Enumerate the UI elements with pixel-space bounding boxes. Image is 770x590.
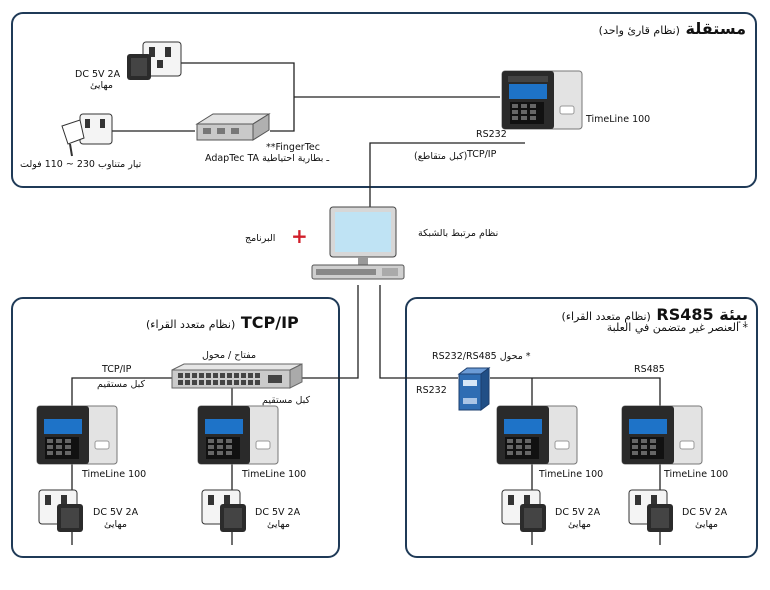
tcpip-title: TCP/IP (نظام متعدد القراء) bbox=[146, 313, 299, 332]
adapter-label-ar-rs485-2: مهايئ bbox=[695, 519, 718, 530]
rs232-label-bottom: RS232 bbox=[416, 385, 447, 396]
device-label-rs485-1: TimeLine 100 bbox=[539, 469, 604, 480]
crossover-cable-label: (كبل متقاطع) bbox=[414, 151, 468, 162]
switch-hub-label: مفتاح / محول bbox=[202, 350, 257, 361]
adapter-top-label-ar: مهايئ bbox=[90, 80, 113, 91]
tcpip-label-left: TCP/IP bbox=[102, 364, 132, 375]
rs485-title-text: بيئة RS485 bbox=[656, 305, 748, 324]
adapter-label-ar-rs485-1: مهايئ bbox=[568, 519, 591, 530]
rs485-label: RS485 bbox=[634, 364, 665, 375]
standalone-subtitle: (نظام قارئ واحد) bbox=[598, 24, 680, 37]
network-pc-label: نظام مرتبط بالشبكة bbox=[418, 228, 499, 239]
adapter-top-label: DC 5V 2A bbox=[75, 69, 121, 80]
tcpip-label-top: TCP/IP bbox=[467, 149, 497, 160]
adaptec-label-2: AdapTec TA ـ بطارية احتياطية bbox=[205, 153, 330, 164]
device-label-tcp-1: TimeLine 100 bbox=[82, 469, 147, 480]
adaptec-battery-icon bbox=[195, 113, 271, 141]
timeline-device-rs485-1 bbox=[496, 405, 578, 465]
standalone-panel bbox=[11, 12, 757, 188]
ac-power-label: تيار متناوب 230 ~ 110 فولت bbox=[20, 159, 142, 170]
device-label-rs485-2: TimeLine 100 bbox=[664, 469, 729, 480]
tcpip-title-text: TCP/IP bbox=[240, 313, 299, 332]
adapter-label-ar-tcp-1: مهايئ bbox=[104, 519, 127, 530]
adapter-label-ar-tcp-2: مهايئ bbox=[267, 519, 290, 530]
standalone-title: مستقلة (نظام قارئ واحد) bbox=[599, 19, 746, 38]
wall-socket-adapter-icon bbox=[127, 41, 182, 80]
rs485-title: بيئة RS485 (نظام متعدد القراء) bbox=[562, 305, 748, 324]
timeline-device-rs485-2 bbox=[621, 405, 703, 465]
adapter-label-rs485-2: DC 5V 2A bbox=[682, 507, 728, 518]
device-label-standalone: TimeLine 100 bbox=[586, 114, 651, 125]
timeline-device-tcp-1 bbox=[36, 405, 118, 465]
network-switch-icon bbox=[171, 363, 303, 389]
converter-label: * محول RS232/RS485 bbox=[432, 351, 531, 362]
straight-cable-label-left: كبل مستقيم bbox=[97, 379, 146, 390]
wall-socket-adapter-icon bbox=[501, 489, 546, 532]
rs485-subtitle: (نظام متعدد القراء) bbox=[561, 310, 651, 323]
adapter-label-tcp-2: DC 5V 2A bbox=[255, 507, 301, 518]
wall-socket-adapter-icon bbox=[628, 489, 673, 532]
device-label-tcp-2: TimeLine 100 bbox=[242, 469, 307, 480]
standalone-title-text: مستقلة bbox=[685, 19, 746, 38]
adapter-label-tcp-1: DC 5V 2A bbox=[93, 507, 139, 518]
software-label: البرنامج bbox=[245, 233, 276, 244]
straight-cable-label-right: كبل مستقيم bbox=[262, 395, 311, 406]
rs232-rs485-converter-icon bbox=[457, 367, 491, 411]
adaptec-label-1: **FingerTec bbox=[266, 142, 320, 153]
rs232-label-top: RS232 bbox=[476, 129, 507, 140]
network-pc-icon bbox=[311, 206, 405, 280]
adapter-label-rs485-1: DC 5V 2A bbox=[555, 507, 601, 518]
timeline-device-tcp-2 bbox=[197, 405, 279, 465]
wall-socket-adapter-icon bbox=[38, 489, 83, 532]
timeline-device-standalone bbox=[501, 70, 583, 130]
wall-socket-adapter-icon bbox=[201, 489, 246, 532]
tcpip-subtitle: (نظام متعدد القراء) bbox=[146, 318, 236, 331]
rs485-note: * العنصر غير متضمن في العلبة bbox=[606, 321, 748, 334]
plus-icon: + bbox=[291, 224, 308, 248]
ac-socket-plug-icon bbox=[61, 113, 113, 157]
